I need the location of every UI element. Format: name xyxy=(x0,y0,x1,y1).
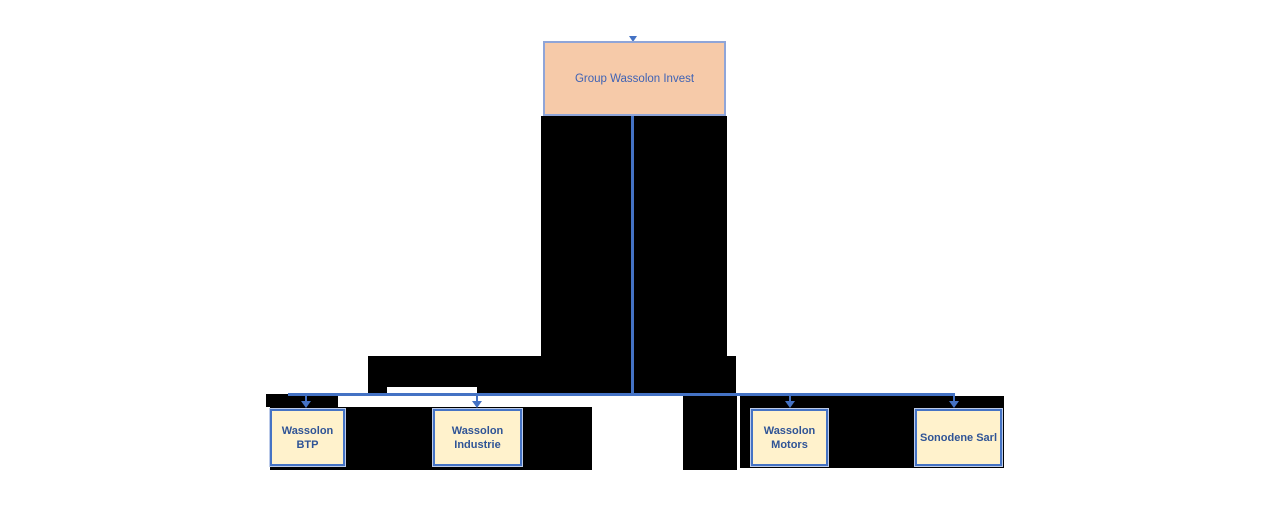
arrow-head xyxy=(949,401,959,408)
redaction-block-mid-strip xyxy=(683,396,737,470)
vertical-connector-line xyxy=(631,116,634,395)
org-box-wassolon-industrie: Wassolon Industrie xyxy=(433,409,522,466)
root-top-arrowhead xyxy=(629,36,637,42)
arrow-stem xyxy=(952,393,955,402)
redaction-block-left-bar xyxy=(266,394,338,407)
arrow-stem xyxy=(304,393,307,402)
arrow-head xyxy=(785,401,795,408)
connector-arrow-industrie xyxy=(471,393,483,409)
connector-arrow-sonodene xyxy=(948,393,960,409)
org-box-label: Wassolon Motors xyxy=(763,424,816,451)
arrow-head xyxy=(472,401,482,408)
white-notch xyxy=(387,387,477,395)
org-box-label: Wassolon Industrie xyxy=(451,424,504,451)
org-box-label: Sonodene Sarl xyxy=(919,431,998,444)
org-box-label: Wassolon BTP xyxy=(281,424,334,451)
org-box-wassolon-motors: Wassolon Motors xyxy=(751,409,828,466)
horizontal-connector-line xyxy=(288,393,955,396)
arrow-head xyxy=(301,401,311,408)
redaction-block-center-column xyxy=(541,116,727,356)
org-box-root: Group Wassolon Invest xyxy=(543,41,726,116)
connector-arrow-motors xyxy=(784,393,796,409)
arrow-stem xyxy=(475,393,478,402)
org-box-root-label: Group Wassolon Invest xyxy=(574,72,695,85)
org-box-sonodene-sarl: Sonodene Sarl xyxy=(915,409,1002,466)
arrow-stem xyxy=(788,393,791,402)
org-box-wassolon-btp: Wassolon BTP xyxy=(270,409,345,466)
connector-arrow-btp xyxy=(300,393,312,409)
